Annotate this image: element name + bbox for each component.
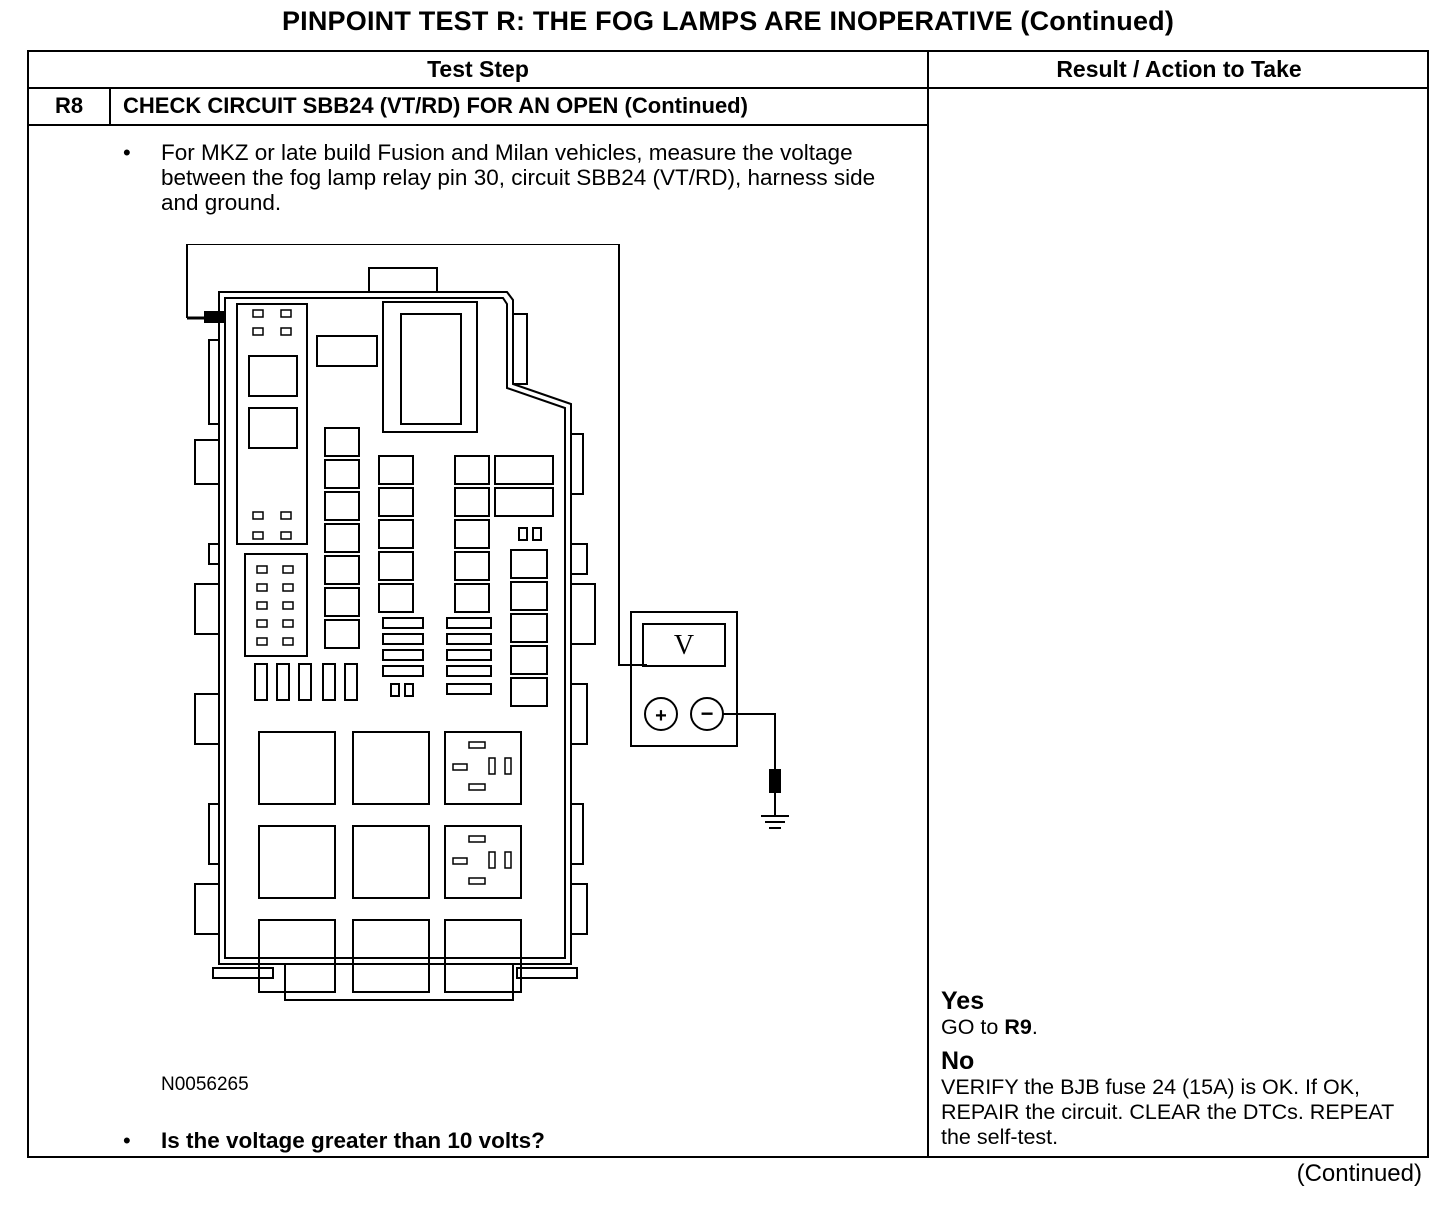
step-instruction: For MKZ or late build Fusion and Milan v… [161,140,876,215]
fog-lamp-relay-socket [444,731,522,805]
ground-symbol-icon [761,815,789,829]
bullet-icon: • [123,1128,131,1153]
result-yes: Yes GO to R9. [941,988,1421,1040]
table-header-row: Test Step Result / Action to Take [29,52,1427,89]
continued-note: (Continued) [1296,1160,1422,1187]
step-header-row: R8 CHECK CIRCUIT SBB24 (VT/RD) FOR AN OP… [29,89,927,126]
fuse-column-2 [378,455,424,677]
fuse-box-voltmeter-diagram: V + − [186,244,789,1001]
result-no-label: No [941,1047,975,1075]
negative-test-lead [723,713,776,770]
pinpoint-test-table: Test Step Result / Action to Take R8 CHE… [27,50,1429,1158]
probe-tip-icon [204,311,224,323]
voltmeter-display: V [674,630,694,661]
minus-terminal-icon: − [701,701,714,726]
fuse-box-housing [194,267,596,1001]
result-yes-action: GO to R9. [941,1015,1038,1039]
bullet-icon: • [123,140,131,165]
figure-id: N0056265 [161,1074,249,1095]
result-yes-label: Yes [941,987,985,1015]
result-no: No VERIFY the BJB fuse 24 (15A) is OK. I… [941,1048,1421,1150]
result-no-action: VERIFY the BJB fuse 24 (15A) is OK. If O… [941,1075,1394,1149]
step-id: R8 [29,89,111,124]
top-connector-block [236,301,478,657]
ground-probe-icon [769,769,781,793]
fuse-column-4 [510,527,548,707]
result-column-header: Result / Action to Take [1056,56,1302,82]
column-divider [927,52,929,1156]
test-step-column-header: Test Step [427,56,529,82]
plus-terminal-icon: + [655,705,667,727]
positive-test-lead [186,244,647,666]
mini-fuse-row [254,663,414,701]
page-title: PINPOINT TEST R: THE FOG LAMPS ARE INOPE… [281,6,1175,36]
step-question: Is the voltage greater than 10 volts? [161,1128,545,1153]
relay-grid [258,731,522,993]
goto-step-link[interactable]: R9 [1004,1015,1032,1039]
fuse-column-3 [446,455,554,695]
step-title: CHECK CIRCUIT SBB24 (VT/RD) FOR AN OPEN … [123,93,748,118]
relay-terminals [452,741,512,885]
fuse-column-1 [324,427,360,649]
